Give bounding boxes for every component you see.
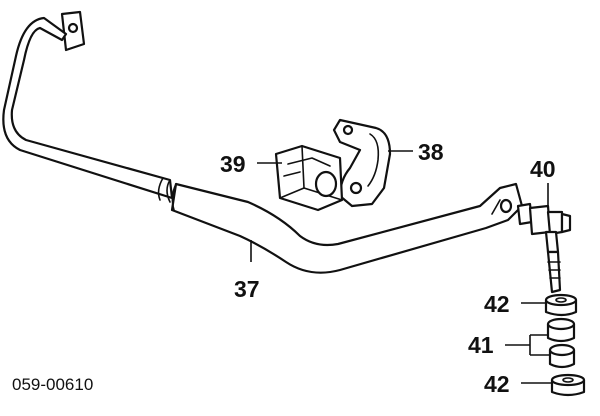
link-bushings xyxy=(546,317,576,369)
stabilizer-bracket xyxy=(332,118,392,208)
stabilizer-link xyxy=(516,202,572,294)
stabilizer-bar xyxy=(2,10,524,274)
upper-washer xyxy=(544,293,578,317)
callout-41: 41 xyxy=(468,332,494,358)
callout-37: 37 xyxy=(234,276,260,302)
callout-40: 40 xyxy=(530,156,556,182)
lower-washer xyxy=(550,373,586,397)
callout-38: 38 xyxy=(418,139,444,165)
figure-code: 059-00610 xyxy=(12,375,93,394)
leader-lines xyxy=(250,150,551,384)
callout-42-top: 42 xyxy=(484,291,510,317)
callout-42-bottom: 42 xyxy=(484,371,510,397)
callout-39: 39 xyxy=(220,151,246,177)
stabilizer-bushing xyxy=(274,144,344,212)
leader-41 xyxy=(505,334,551,356)
